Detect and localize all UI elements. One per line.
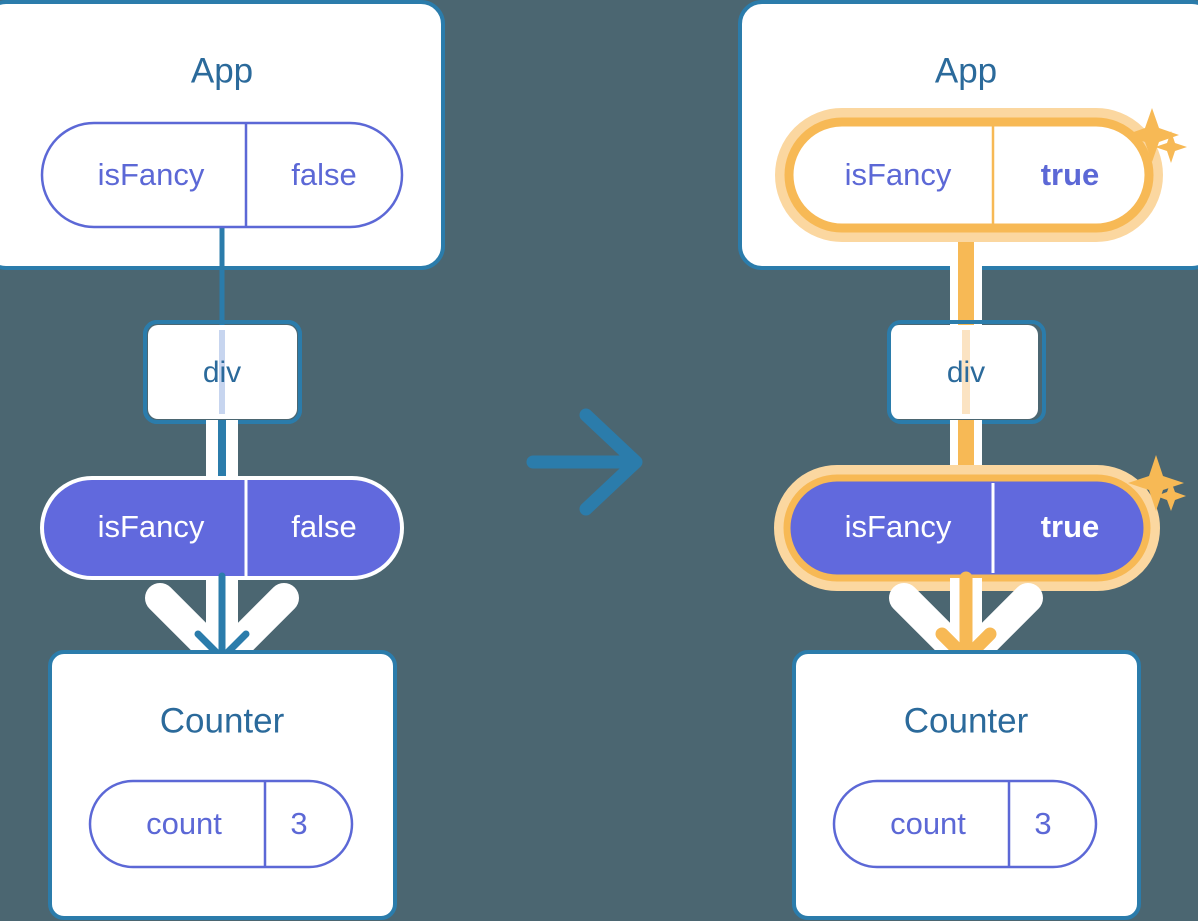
sparkle-icon-prop-small bbox=[1156, 481, 1186, 511]
prop-pill-key: isFancy bbox=[845, 509, 952, 544]
count-pill-key: count bbox=[146, 806, 222, 841]
state-pill-body bbox=[40, 121, 404, 229]
state-pill-glow bbox=[775, 108, 1163, 242]
prop-pill-isfancy-after: isFancy true bbox=[774, 465, 1160, 591]
arrow-right-icon bbox=[526, 408, 643, 516]
sparkle-icon-prop-large bbox=[1128, 455, 1184, 511]
div-label-after: div bbox=[947, 356, 985, 389]
count-pill-body bbox=[832, 779, 1098, 869]
panel-after: App isFancy true bbox=[738, 0, 1198, 920]
arrow-pill-to-counter-before bbox=[145, 572, 299, 682]
panel-before: App isFancy false div bbox=[0, 0, 445, 920]
prop-pill-isfancy-before: isFancy false bbox=[40, 476, 404, 580]
count-pill-before: count 3 bbox=[88, 779, 354, 869]
prop-pill-value: true bbox=[1041, 509, 1100, 544]
prop-pill-value: false bbox=[291, 509, 356, 544]
state-pill-key: isFancy bbox=[98, 157, 205, 192]
state-pill-isfancy-after: isFancy true bbox=[775, 108, 1163, 242]
state-pill-key: isFancy bbox=[845, 157, 952, 192]
state-pill-value: false bbox=[291, 157, 356, 192]
prop-pill-body bbox=[44, 480, 400, 576]
connector-div-to-pill-before bbox=[206, 420, 238, 482]
count-pill-value: 3 bbox=[1034, 806, 1051, 841]
sparkle-icon-app-large bbox=[1125, 108, 1179, 162]
state-pill-value: true bbox=[1041, 157, 1100, 192]
state-pill-isfancy-before: isFancy false bbox=[40, 121, 404, 229]
sparkle-icon-app-small bbox=[1155, 131, 1187, 163]
count-pill-after: count 3 bbox=[832, 779, 1098, 869]
state-pill-ring bbox=[784, 117, 1154, 233]
count-pill-value: 3 bbox=[290, 806, 307, 841]
app-title-after: App bbox=[935, 51, 997, 90]
app-title-before: App bbox=[191, 51, 253, 90]
counter-title-after: Counter bbox=[904, 701, 1029, 740]
prop-pill-key: isFancy bbox=[98, 509, 205, 544]
div-label-before: div bbox=[203, 356, 241, 389]
counter-title-before: Counter bbox=[160, 701, 285, 740]
count-pill-key: count bbox=[890, 806, 966, 841]
count-pill-body bbox=[88, 779, 354, 869]
